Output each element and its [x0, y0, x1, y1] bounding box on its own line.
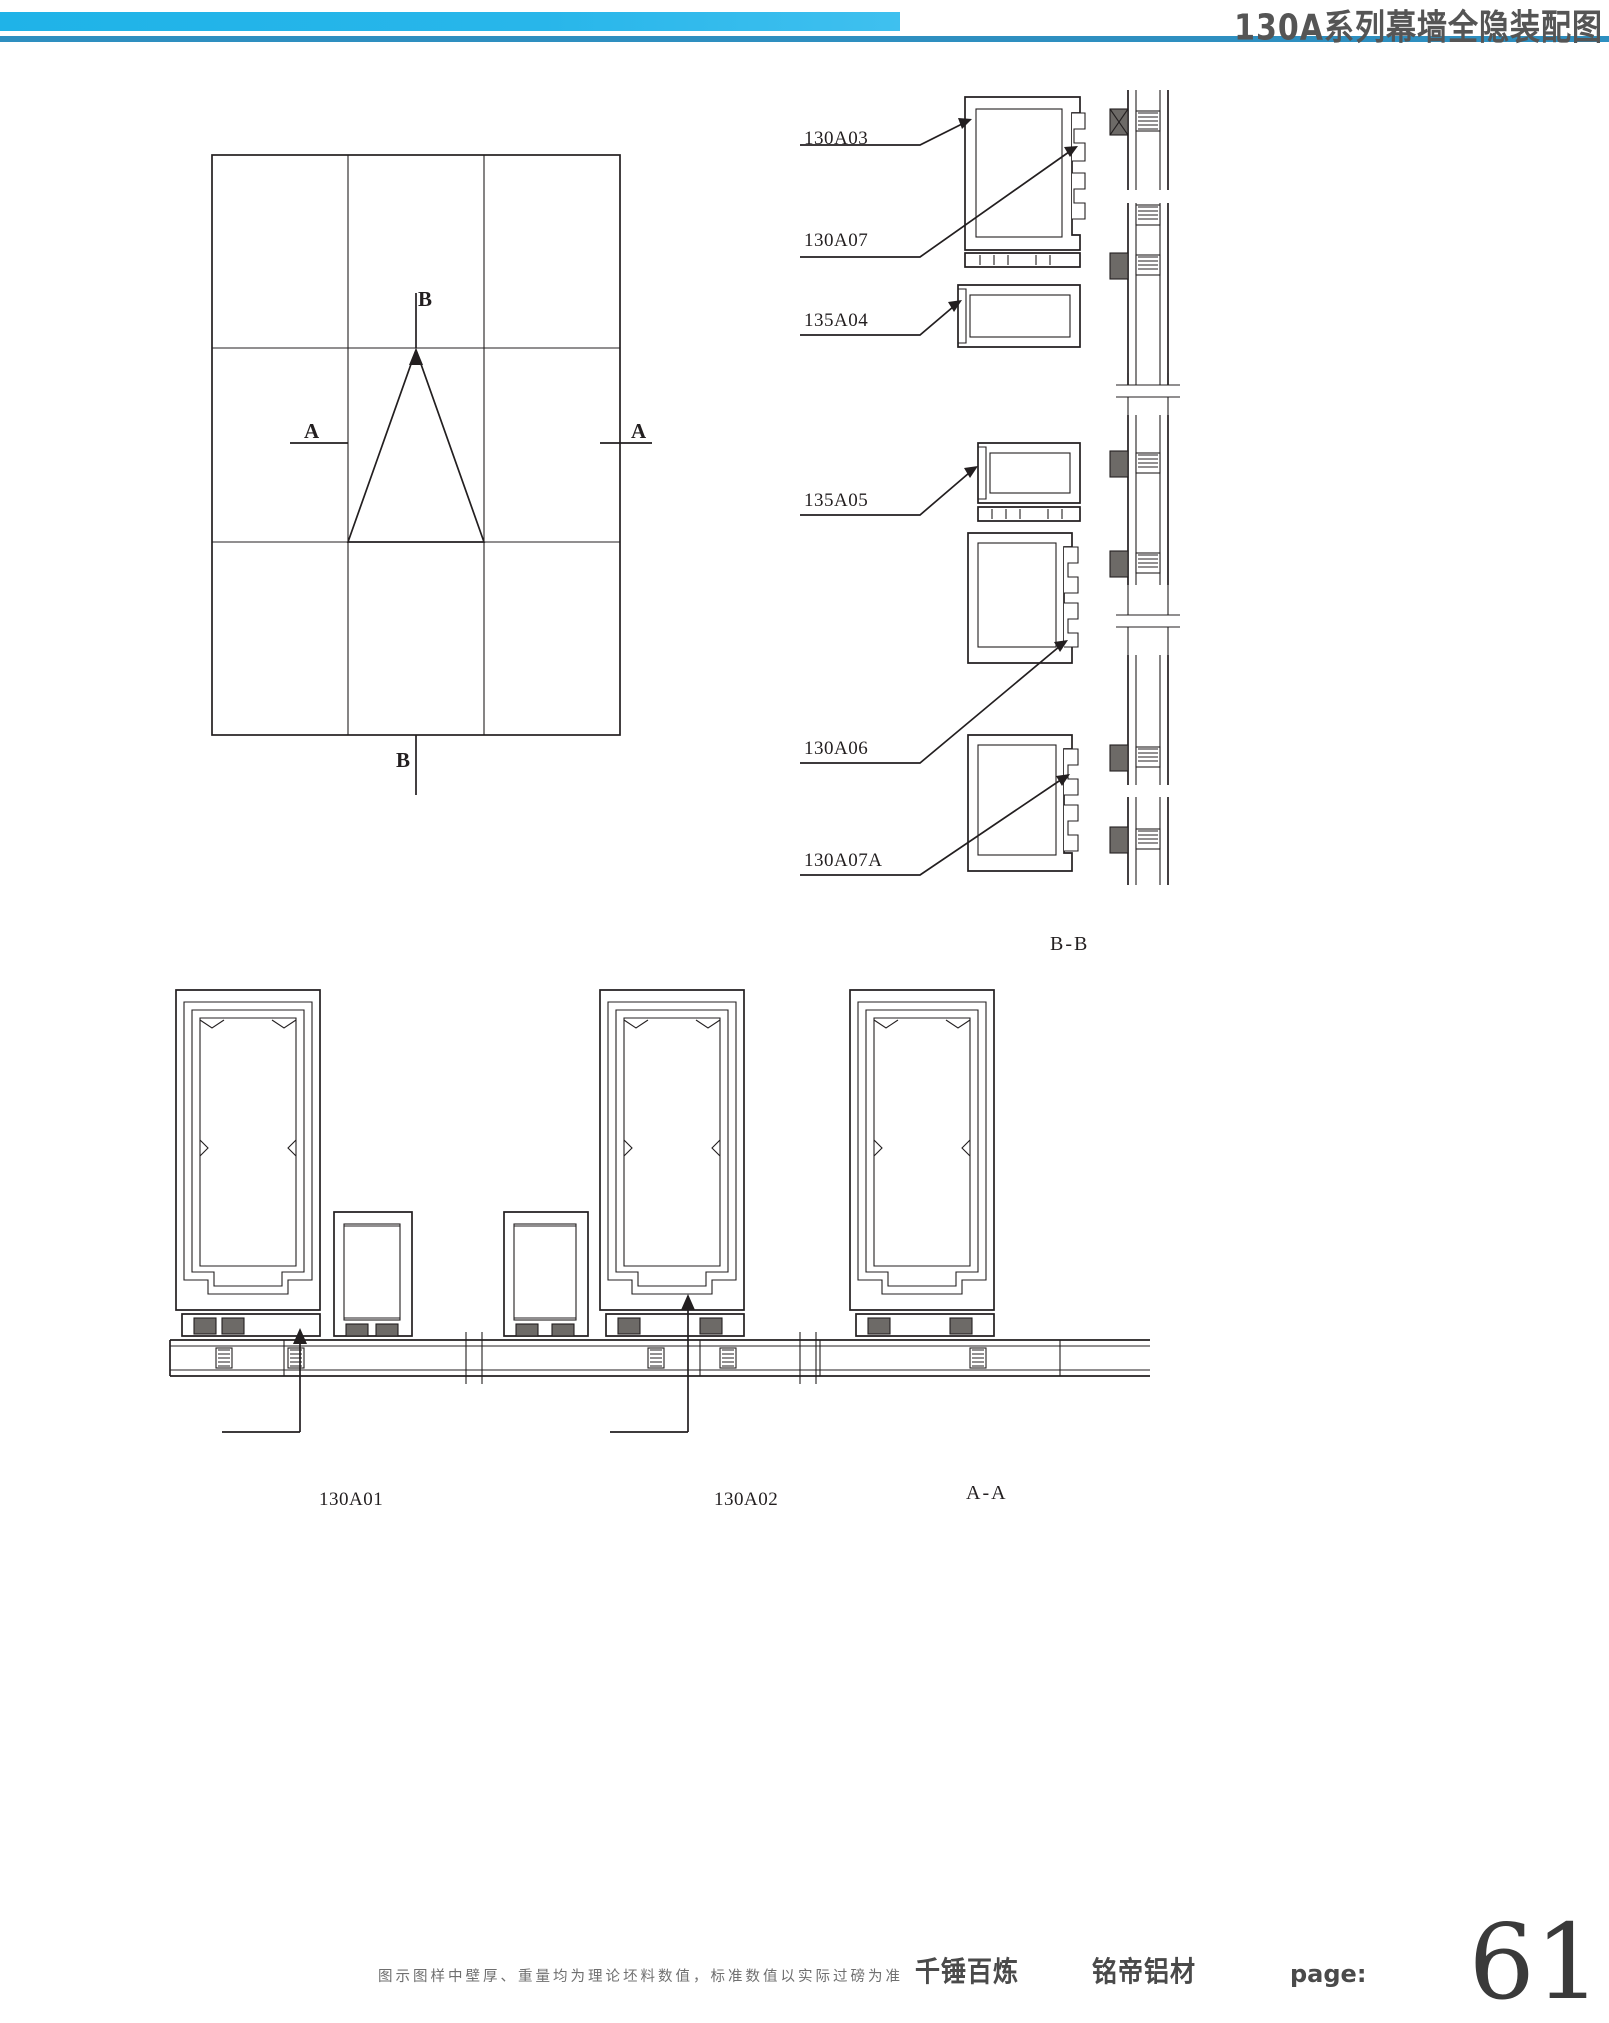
- section-bb-drawing: [780, 85, 1240, 905]
- page-header: 130A系列幕墙全隐装配图: [0, 0, 1609, 52]
- page-footer: 图示图样中壁厚、重量均为理论坯料数值，标准数值以实际过磅为准 千锤百炼 铭帝铝材…: [0, 1910, 1609, 2014]
- callout-130a02: 130A02: [714, 1489, 779, 1510]
- section-bb-title: B-B: [1050, 933, 1090, 955]
- callout-135a05: 135A05: [804, 490, 869, 511]
- footer-brand-slogan: 千锤百炼: [915, 1955, 1020, 1988]
- callout-130a06: 130A06: [804, 738, 869, 759]
- elevation-drawing: [200, 145, 670, 805]
- page-title: 130A系列幕墙全隐装配图: [1234, 7, 1603, 49]
- callout-135a04: 135A04: [804, 310, 869, 331]
- header-accent-bar-thick: [0, 12, 900, 31]
- footer-page-number: 61: [1468, 1901, 1601, 2023]
- callout-130a03: 130A03: [804, 128, 869, 149]
- section-aa-drawing: [160, 980, 1160, 1440]
- section-mark-b-bottom: B: [396, 748, 411, 772]
- callout-130a07a: 130A07A: [804, 850, 883, 871]
- section-mark-a-right: A: [631, 419, 647, 443]
- footer-disclaimer: 图示图样中壁厚、重量均为理论坯料数值，标准数值以实际过磅为准: [378, 1969, 903, 1985]
- header-accent-bar-thin: [0, 36, 1609, 42]
- callout-130a01: 130A01: [319, 1489, 384, 1510]
- footer-brand-name: 铭帝铝材: [1092, 1955, 1197, 1988]
- section-mark-a-left: A: [304, 419, 320, 443]
- footer-page-label: page:: [1290, 1960, 1367, 1988]
- section-aa-title: A-A: [966, 1482, 1008, 1504]
- callout-130a07: 130A07: [804, 230, 869, 251]
- section-mark-b-top: B: [418, 287, 433, 311]
